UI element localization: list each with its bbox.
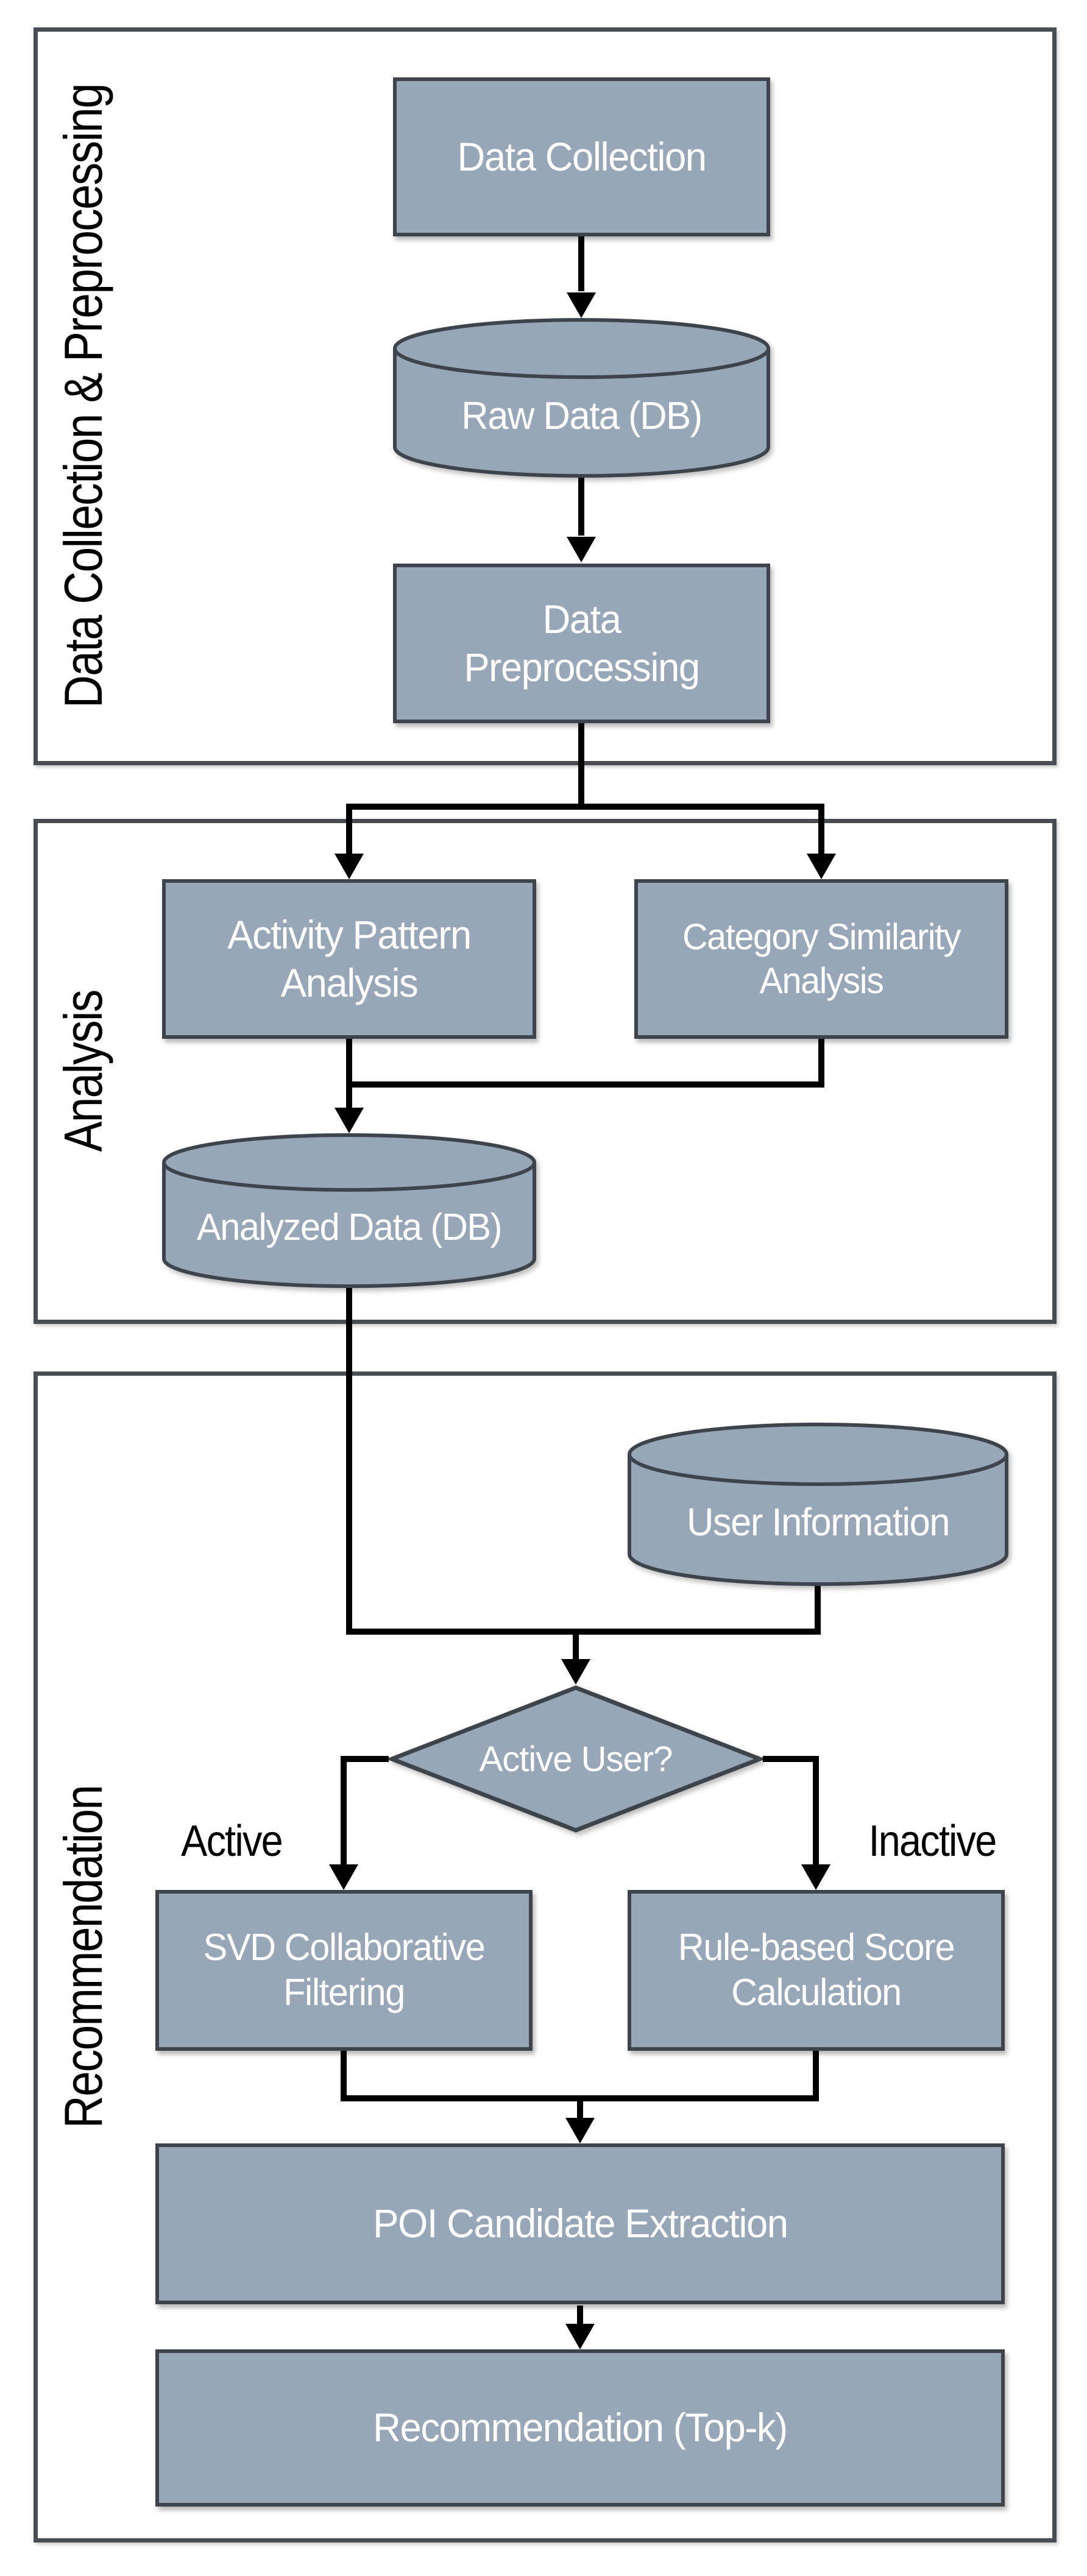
node-data-preprocessing: Data Preprocessing	[393, 564, 770, 723]
node-poi-extraction-label: POI Candidate Extraction	[372, 2201, 788, 2246]
node-user-information-label: User Information	[686, 1500, 951, 1545]
edge-decision-active	[341, 1756, 389, 1864]
node-recommendation-topk-label: Recommendation (Top-k)	[373, 2405, 788, 2450]
node-category-similarity-analysis: Category Similarity Analysis	[634, 879, 1008, 1039]
arrowhead-rawdata	[567, 292, 596, 318]
arrowhead-recommendation	[565, 2324, 595, 2349]
branch-label-inactive: Inactive	[868, 1817, 997, 1866]
node-poi-candidate-extraction: POI Candidate Extraction	[155, 2143, 1005, 2304]
node-raw-data-db-label: Raw Data (DB)	[461, 393, 703, 437]
database-cylinder-shape	[393, 318, 770, 478]
node-active-user-label: Active User?	[479, 1739, 673, 1779]
arrowhead-analyzed-data	[335, 1108, 364, 1133]
arrowhead-activity-pattern	[335, 854, 364, 879]
arrowhead-category-similarity	[807, 854, 836, 879]
node-rule-based-score-calculation: Rule-based Score Calculation	[628, 1890, 1005, 2051]
node-recommendation-topk: Recommendation (Top-k)	[155, 2349, 1005, 2507]
node-active-user-decision: Active User?	[389, 1685, 763, 1833]
node-activity-pattern-analysis: Activity Pattern Analysis	[162, 879, 536, 1039]
arrowhead-preprocessing	[567, 537, 596, 562]
node-svd-filtering-label: SVD Collaborative Filtering	[203, 1926, 486, 2014]
node-user-information-db: User Information	[628, 1423, 1008, 1586]
arrowhead-decision	[561, 1659, 590, 1685]
node-svd-collaborative-filtering: SVD Collaborative Filtering	[155, 1890, 533, 2051]
arrowhead-poi	[565, 2118, 595, 2143]
branch-label-active: Active	[181, 1817, 283, 1866]
database-cylinder-shape	[162, 1133, 536, 1288]
section-recommendation	[34, 1371, 1057, 2542]
node-data-collection: Data Collection	[393, 77, 770, 236]
arrowhead-rule-based	[801, 1864, 830, 1890]
edge-analyzed-userinfo-merge	[346, 1288, 821, 1635]
node-analyzed-data-db-label: Analyzed Data (DB)	[196, 1206, 502, 1249]
node-data-collection-label: Data Collection	[457, 133, 707, 179]
node-data-preprocessing-label: Data Preprocessing	[464, 596, 700, 690]
edge-preprocessing-branch	[346, 804, 824, 854]
node-category-similarity-label: Category Similarity Analysis	[682, 916, 961, 1001]
node-analyzed-data-db: Analyzed Data (DB)	[162, 1133, 536, 1288]
arrowhead-svd	[329, 1864, 358, 1890]
edge-category-merge	[349, 1039, 824, 1088]
section-analysis	[34, 819, 1057, 1324]
decision-diamond-shape	[389, 1685, 763, 1833]
edge-decision-inactive	[763, 1756, 819, 1864]
database-cylinder-shape	[628, 1423, 1008, 1586]
node-activity-pattern-label: Activity Pattern Analysis	[227, 911, 472, 1005]
edge-svd-rule-merge	[341, 2051, 819, 2101]
node-rule-based-label: Rule-based Score Calculation	[678, 1926, 955, 2014]
section-data-collection-preprocessing	[34, 27, 1057, 765]
node-raw-data-db: Raw Data (DB)	[393, 318, 770, 478]
